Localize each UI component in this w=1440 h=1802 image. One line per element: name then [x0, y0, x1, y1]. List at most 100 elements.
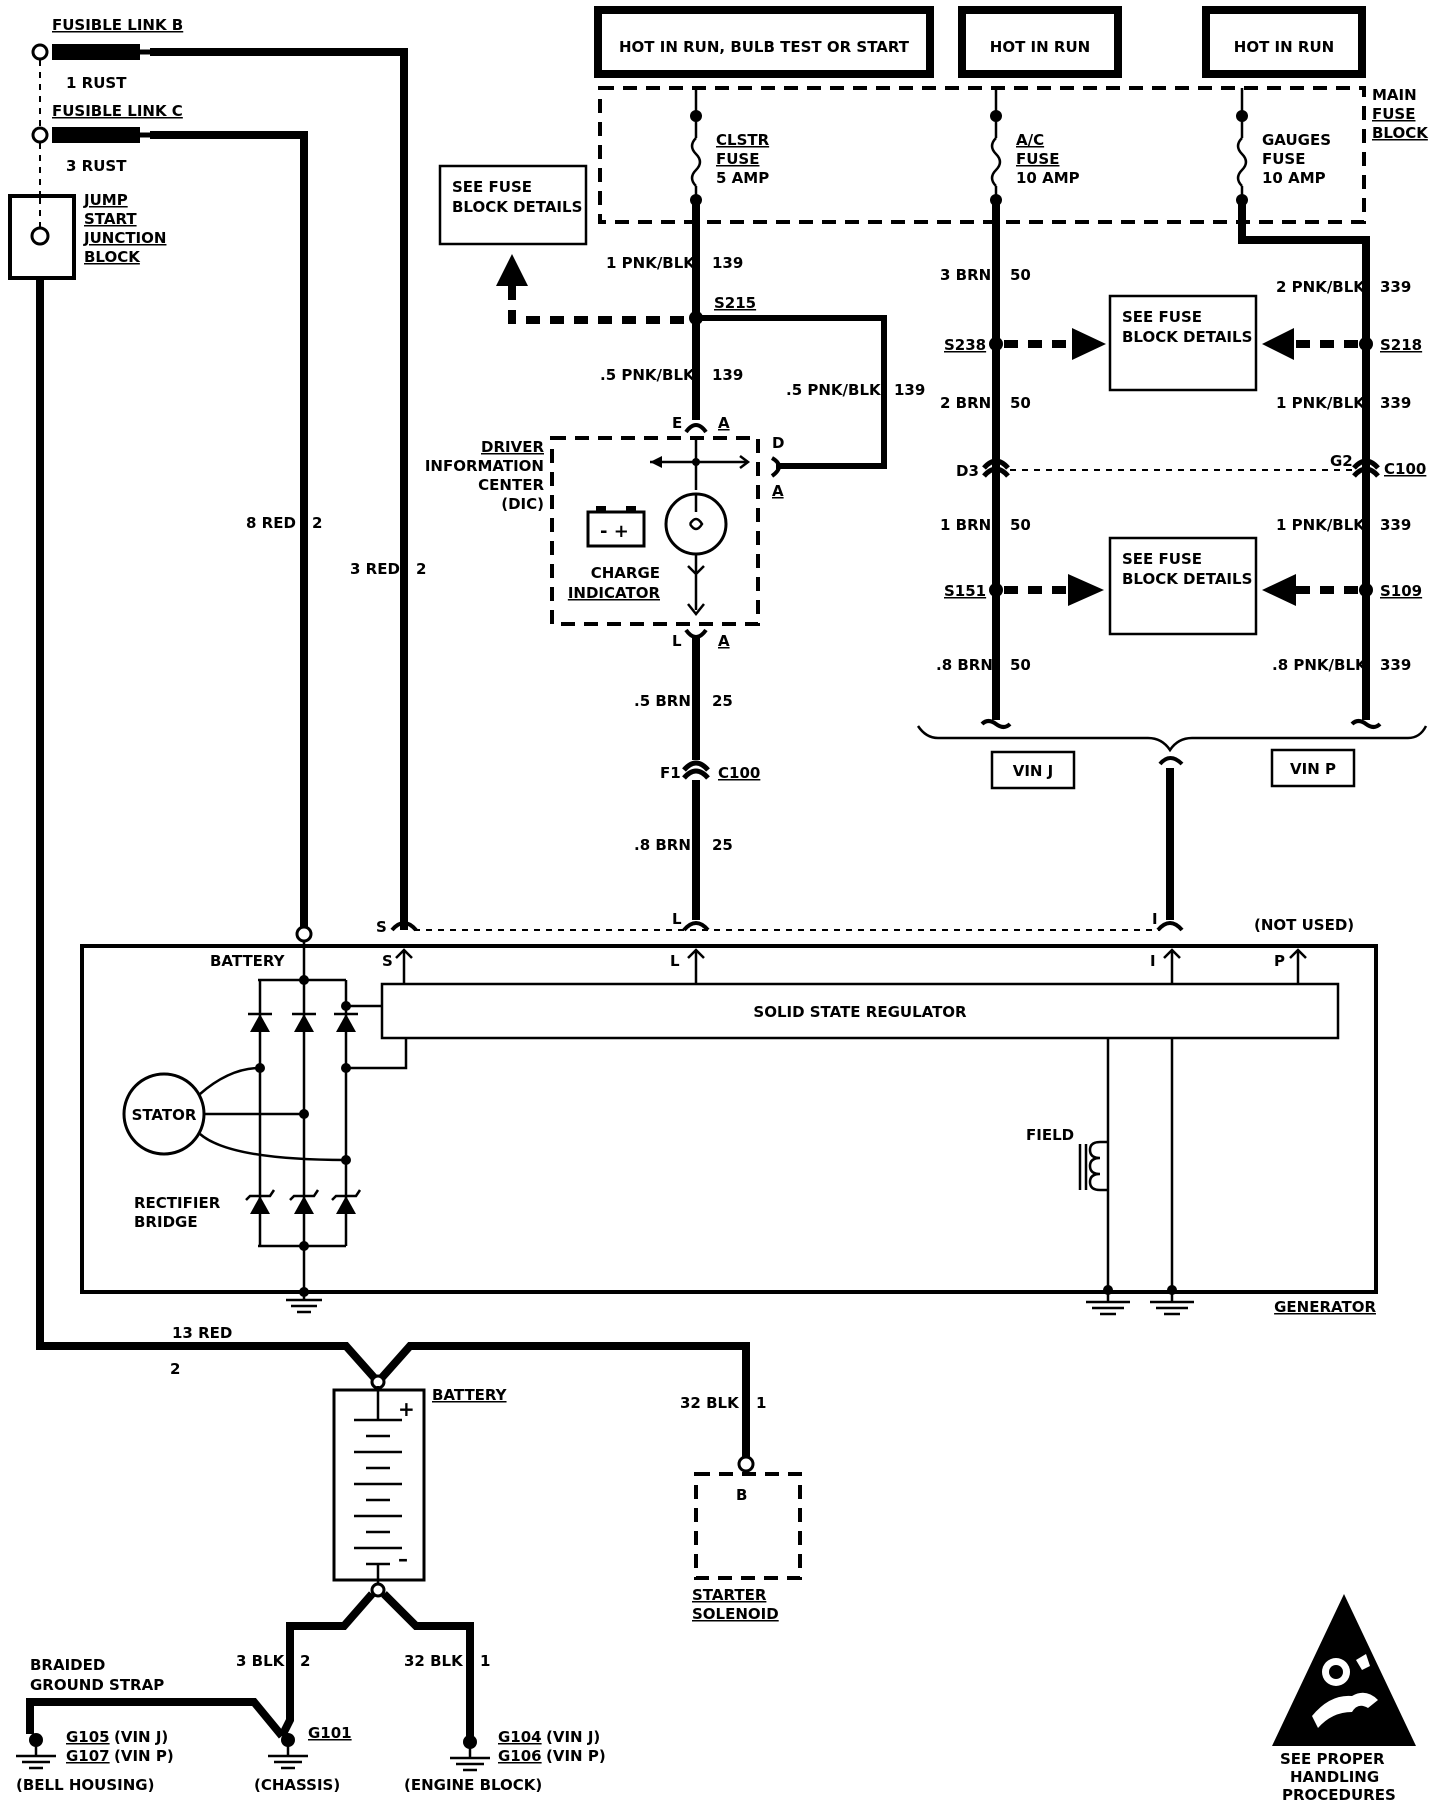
svg-text:2: 2: [312, 514, 322, 532]
svg-text:A/C: A/C: [1016, 131, 1044, 149]
wire-13-red: [36, 278, 381, 1385]
svg-text:339: 339: [1380, 516, 1411, 534]
svg-text:HOT IN RUN, BULB TEST OR START: HOT IN RUN, BULB TEST OR START: [619, 38, 910, 56]
svg-text:BLOCK DETAILS: BLOCK DETAILS: [452, 198, 582, 216]
svg-text:STATOR: STATOR: [132, 1106, 197, 1124]
svg-text:- +: - +: [600, 521, 629, 542]
svg-text:25: 25: [712, 836, 733, 854]
svg-text:13 RED: 13 RED: [172, 1324, 232, 1342]
svg-text:STARTER: STARTER: [692, 1586, 767, 1604]
ground-icon: [1086, 1290, 1130, 1316]
svg-text:INDICATOR: INDICATOR: [568, 584, 661, 602]
svg-text:50: 50: [1010, 266, 1031, 284]
svg-text:1: 1: [480, 1652, 490, 1670]
svg-text:C100: C100: [718, 764, 760, 782]
starter-solenoid: [694, 1472, 802, 1580]
svg-text:I: I: [1152, 910, 1158, 928]
svg-text:L: L: [672, 632, 682, 650]
svg-text:2: 2: [170, 1360, 180, 1378]
wire-32-blk-starter: [375, 1342, 750, 1460]
svg-text:+: +: [398, 1397, 415, 1421]
svg-text:S238: S238: [944, 336, 986, 354]
svg-text:PROCEDURES: PROCEDURES: [1282, 1786, 1396, 1802]
svg-text:10 AMP: 10 AMP: [1262, 169, 1326, 187]
svg-text:1: 1: [756, 1394, 766, 1412]
svg-text:1 BRN: 1 BRN: [940, 516, 991, 534]
gauges-fuse: GAUGES FUSE 10 AMP: [1236, 88, 1331, 206]
svg-text:.8 BRN: .8 BRN: [634, 836, 691, 854]
fusible-link-b-label: FUSIBLE LINK B: [52, 16, 183, 34]
wire-139-dic-d: [696, 315, 887, 469]
vin-j-box: [990, 750, 1076, 790]
svg-text:50: 50: [1010, 394, 1031, 412]
svg-text:BLOCK: BLOCK: [1372, 124, 1429, 142]
svg-text:G2: G2: [1330, 452, 1353, 470]
svg-text:CLSTR: CLSTR: [716, 131, 770, 149]
svg-text:3 BLK: 3 BLK: [236, 1652, 286, 1670]
svg-text:DRIVER: DRIVER: [481, 438, 544, 456]
svg-text:GAUGES: GAUGES: [1262, 131, 1331, 149]
svg-text:D3: D3: [956, 462, 979, 480]
svg-text:(CHASSIS): (CHASSIS): [254, 1776, 340, 1794]
svg-text:P: P: [1274, 952, 1285, 970]
svg-text:HOT IN RUN: HOT IN RUN: [990, 38, 1090, 56]
svg-text:.8 BRN: .8 BRN: [936, 656, 993, 674]
svg-text:BLOCK DETAILS: BLOCK DETAILS: [1122, 570, 1252, 588]
svg-text:.5 PNK/BLK: .5 PNK/BLK: [600, 366, 696, 384]
see-fuse-block-details-3: SEE FUSE BLOCK DETAILS: [1108, 536, 1258, 636]
svg-text:FUSE: FUSE: [1262, 150, 1305, 168]
svg-text:SEE FUSE: SEE FUSE: [1122, 308, 1202, 326]
arrow-left-icon: [1262, 328, 1294, 360]
fusible-link-c-wire: 3 RUST: [66, 157, 127, 175]
arrow-right-icon: [1072, 328, 1106, 360]
fusible-link-c-label: FUSIBLE LINK C: [52, 102, 183, 120]
svg-text:SEE FUSE: SEE FUSE: [452, 178, 532, 196]
svg-text:G104: G104: [498, 1728, 542, 1746]
arrow-right-icon: [1068, 574, 1104, 606]
svg-text:L: L: [672, 910, 682, 928]
svg-text:FIELD: FIELD: [1026, 1126, 1074, 1144]
svg-text:G101: G101: [308, 1724, 352, 1742]
svg-text:C100: C100: [1384, 460, 1426, 478]
generator-housing: [80, 944, 1378, 1294]
svg-text:32 BLK: 32 BLK: [680, 1394, 740, 1412]
svg-text:339: 339: [1380, 394, 1411, 412]
svg-text:CENTER: CENTER: [478, 476, 544, 494]
svg-text:25: 25: [712, 692, 733, 710]
svg-text:FUSE: FUSE: [1372, 105, 1415, 123]
jump-start-junction-block: JUMP START JUNCTION BLOCK: [8, 191, 166, 280]
fusible-link-c: FUSIBLE LINK C 3 RUST: [31, 102, 183, 175]
s215-dashed-branch: [508, 286, 696, 324]
svg-text:3 RED: 3 RED: [350, 560, 400, 578]
wire-339-pnk-blk: [1238, 200, 1370, 720]
svg-text:5 AMP: 5 AMP: [716, 169, 769, 187]
svg-text:.5 PNK/BLK: .5 PNK/BLK: [786, 381, 882, 399]
svg-text:CHARGE: CHARGE: [591, 564, 660, 582]
svg-text:339: 339: [1380, 656, 1411, 674]
ac-fuse: A/C FUSE 10 AMP: [990, 88, 1080, 206]
clstr-fuse: CLSTR FUSE 5 AMP: [690, 88, 770, 206]
main-fuse-block: [598, 86, 1366, 224]
svg-text:GENERATOR: GENERATOR: [1274, 1298, 1376, 1316]
svg-text:I: I: [1150, 952, 1156, 970]
svg-text:A: A: [718, 632, 730, 650]
svg-text:S: S: [382, 952, 393, 970]
svg-text:2: 2: [416, 560, 426, 578]
svg-text:1 PNK/BLK: 1 PNK/BLK: [1276, 516, 1366, 534]
svg-text:1 PNK/BLK: 1 PNK/BLK: [606, 254, 696, 272]
svg-text:–: –: [398, 1547, 408, 1571]
svg-text:50: 50: [1010, 656, 1031, 674]
svg-text:L: L: [670, 952, 680, 970]
arrow-up-icon: [496, 254, 528, 286]
rectifier-bridge: [245, 975, 408, 1251]
svg-text:B: B: [736, 1486, 747, 1504]
svg-text:D: D: [772, 434, 784, 452]
svg-text:GROUND STRAP: GROUND STRAP: [30, 1676, 164, 1694]
svg-text:50: 50: [1010, 516, 1031, 534]
ground-g101-icon: [268, 1733, 308, 1770]
svg-text:JUNCTION: JUNCTION: [83, 229, 166, 247]
svg-text:.5 BRN: .5 BRN: [634, 692, 691, 710]
ground-g105-icon: [16, 1733, 56, 1770]
svg-text:VIN J: VIN J: [1013, 762, 1054, 780]
